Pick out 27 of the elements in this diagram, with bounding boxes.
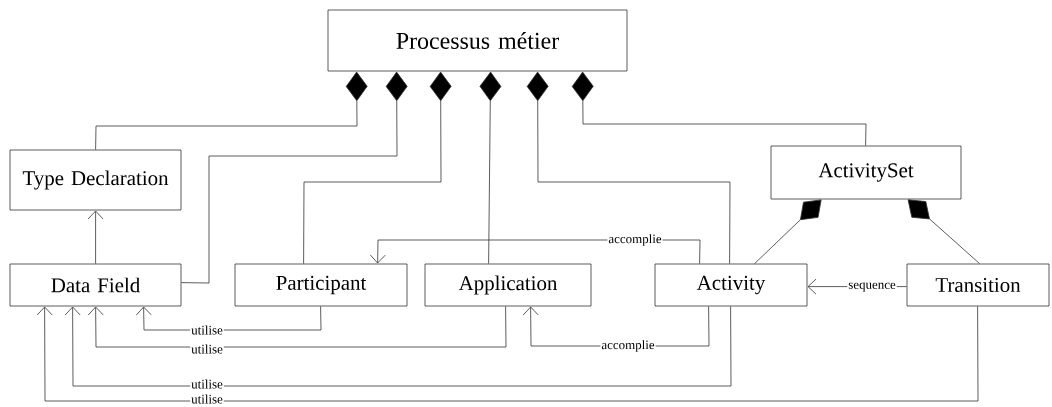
edge-label: accomplie bbox=[600, 339, 656, 353]
class-box: Participant bbox=[234, 263, 408, 307]
class-box: Activity bbox=[654, 263, 808, 307]
composition-line bbox=[95, 71, 368, 150]
composition-line bbox=[526, 71, 731, 264]
class-box: Data Field bbox=[9, 263, 182, 307]
composition-line bbox=[907, 199, 980, 264]
composition-line bbox=[303, 71, 452, 264]
arrow bbox=[87, 306, 507, 348]
composition-line bbox=[181, 71, 408, 284]
class-box: Type Declaration bbox=[9, 149, 182, 211]
arrow bbox=[64, 306, 732, 387]
class-box: Transition bbox=[906, 263, 1050, 307]
edge-label: sequence bbox=[847, 281, 897, 293]
arrow bbox=[87, 210, 104, 264]
edge-label: utilise bbox=[190, 343, 224, 355]
class-box: Application bbox=[424, 263, 592, 307]
composition-line bbox=[571, 71, 867, 146]
edge-label: utilise bbox=[190, 324, 224, 336]
composition-line bbox=[479, 71, 502, 264]
class-box: ActivitySet bbox=[770, 145, 962, 200]
arrow bbox=[36, 306, 979, 402]
edge-label: utilise bbox=[190, 378, 224, 390]
edge-label: accomplie bbox=[607, 233, 663, 247]
composition-line bbox=[754, 199, 822, 264]
class-box: Processus métier bbox=[327, 9, 628, 72]
edge-label: utilise bbox=[190, 393, 224, 405]
